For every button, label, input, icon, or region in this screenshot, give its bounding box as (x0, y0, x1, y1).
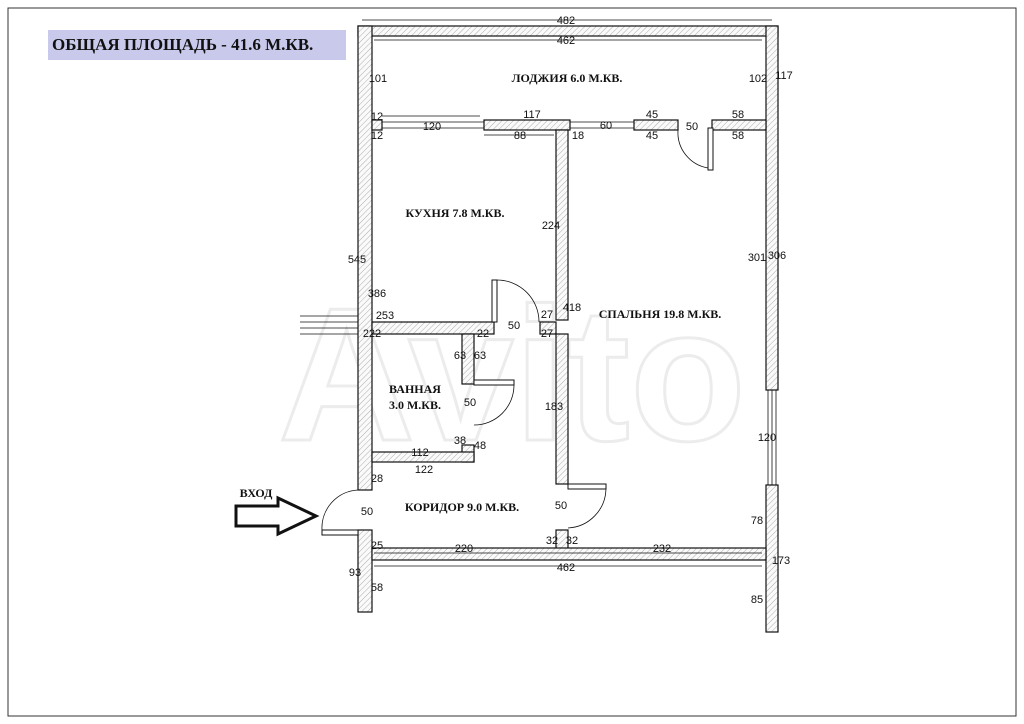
bathroom-door (473, 379, 515, 386)
dim: 12 (371, 111, 383, 123)
dim: 117 (523, 109, 541, 121)
title-banner (48, 30, 346, 60)
dim: 173 (772, 555, 790, 567)
dimensions: 482 462 101 102 117 12 12 120 117 88 18 … (348, 15, 793, 606)
dim: 301 (748, 252, 766, 264)
dim: 117 (775, 70, 793, 82)
dim: 22 (477, 328, 489, 340)
total-area-title: ОБЩАЯ ПЛОЩАДЬ - 41.6 М.КВ. (52, 35, 314, 54)
bedroom-door (567, 483, 607, 490)
wall-corridor-bedroom (555, 333, 569, 485)
dim: 545 (348, 254, 366, 266)
room-labels: ЛОДЖИЯ 6.0 М.КВ. КУХНЯ 7.8 М.КВ. СПАЛЬНЯ… (240, 71, 722, 514)
wall-kitchen-bottom-right (539, 321, 557, 335)
dim: 85 (751, 594, 763, 606)
dim: 28 (371, 473, 383, 485)
wall-corridor-bottom (371, 547, 767, 561)
dim: 45 (646, 130, 658, 142)
dim: 120 (758, 432, 776, 444)
dim: 63 (454, 350, 466, 362)
loggia-door (707, 127, 714, 171)
dim: 50 (361, 506, 373, 518)
wall-left-upper (357, 25, 373, 491)
dim: 63 (474, 350, 486, 362)
dim: 418 (563, 302, 581, 314)
room-corridor: КОРИДОР 9.0 М.КВ. (405, 500, 519, 514)
wall-loggia-right (711, 119, 767, 131)
dim: 102 (749, 73, 767, 85)
dim: 32 (566, 535, 578, 547)
watermark: Avito (278, 269, 746, 481)
dim: 122 (415, 464, 433, 476)
dim: 38 (454, 435, 466, 447)
dim: 101 (369, 73, 387, 85)
entrance-arrow-icon (234, 495, 320, 537)
dim: 120 (423, 121, 441, 133)
dim: 58 (371, 582, 383, 594)
wall-loggia-left (371, 119, 383, 131)
walls (300, 25, 779, 633)
wall-bath-right (461, 333, 475, 385)
room-bedroom: СПАЛЬНЯ 19.8 М.КВ. (599, 307, 722, 321)
dim: 386 (368, 288, 386, 300)
dim: 224 (542, 220, 560, 232)
dim: 220 (455, 543, 473, 555)
wall-kitchen-bottom (371, 321, 495, 335)
dim: 93 (349, 567, 361, 579)
wall-loggia-pier (633, 119, 679, 131)
dim: 32 (546, 535, 558, 547)
kitchen-door (491, 279, 498, 323)
dim: 58 (732, 130, 744, 142)
dim: 58 (732, 109, 744, 121)
page-frame (7, 7, 1017, 717)
dim: 45 (646, 109, 658, 121)
wall-bath-bottom (371, 451, 475, 463)
dim: 50 (686, 121, 698, 133)
wall-left-lower (357, 529, 373, 613)
dim: 232 (653, 543, 671, 555)
dim: 112 (411, 447, 429, 459)
entrance-door (321, 529, 359, 536)
dim: 462 (557, 35, 575, 47)
room-loggia: ЛОДЖИЯ 6.0 М.КВ. (512, 71, 623, 85)
dim: 88 (514, 130, 526, 142)
dim: 50 (508, 320, 520, 332)
dim: 183 (545, 401, 563, 413)
dim: 27 (541, 328, 553, 340)
room-kitchen: КУХНЯ 7.8 М.КВ. (406, 206, 505, 220)
room-bathroom: ВАННАЯ (389, 382, 441, 396)
dim: 25 (371, 540, 383, 552)
dim: 18 (572, 130, 584, 142)
dim: 306 (768, 250, 786, 262)
dim: 12 (371, 130, 383, 142)
wall-kitchen-bedroom (555, 129, 569, 321)
dim: 482 (557, 15, 575, 27)
dim: 78 (751, 515, 763, 527)
dim: 222 (363, 328, 381, 340)
doors (321, 127, 714, 536)
room-bathroom-area: 3.0 М.КВ. (389, 398, 441, 412)
dim: 27 (541, 309, 553, 321)
dim: 253 (376, 310, 394, 322)
dim: 48 (474, 440, 486, 452)
dim: 50 (464, 397, 476, 409)
dimension-lines (362, 19, 772, 567)
dim: 60 (600, 120, 612, 132)
entrance-label: ВХОД (240, 486, 273, 500)
dim: 50 (555, 500, 567, 512)
dim: 462 (557, 562, 575, 574)
wall-loggia-mid (483, 119, 571, 131)
